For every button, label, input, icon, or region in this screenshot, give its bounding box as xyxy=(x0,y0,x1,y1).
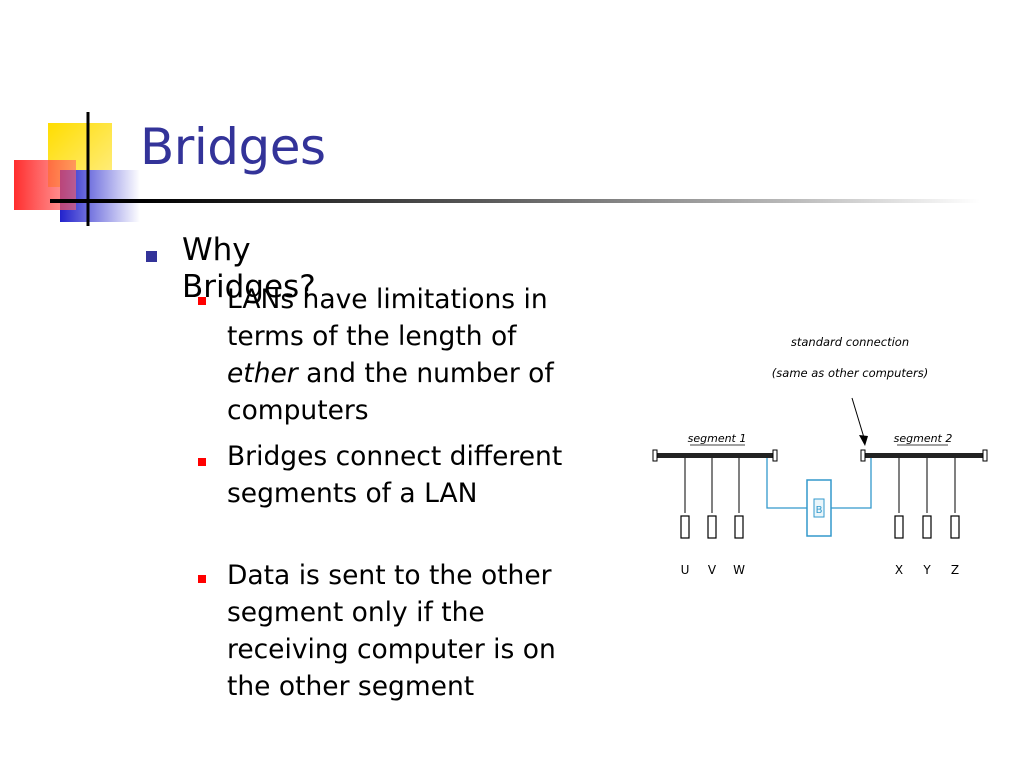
annotation-line2: (same as other computers) xyxy=(772,366,928,380)
bullet-why-bridges: Why Bridges? xyxy=(182,232,316,306)
level2-bullet-marker xyxy=(198,297,206,305)
bullet-text: LANs have limitations in terms of the le… xyxy=(227,284,548,352)
bridge-link-right xyxy=(831,458,872,509)
computer-label-u: U xyxy=(681,563,690,577)
computer-u xyxy=(680,515,690,539)
level2-bullet-marker xyxy=(198,575,206,583)
computer-label-v: V xyxy=(708,563,717,577)
computer-label-x: X xyxy=(895,563,903,577)
segment2-end-right xyxy=(982,449,988,462)
slide-title: Bridges xyxy=(140,118,326,176)
bullet-data-sent: Data is sent to the other segment only i… xyxy=(227,560,556,702)
segment2-label: segment 2 xyxy=(894,432,953,445)
computer-label-z: Z xyxy=(951,563,959,577)
computer-y xyxy=(922,515,932,539)
bridge-inner xyxy=(813,498,825,518)
bullet-text-emphasis: ether xyxy=(227,358,298,389)
bullet-lan-limitations: LANs have limitations in terms of the le… xyxy=(227,281,567,429)
annotation-arrow xyxy=(851,397,866,442)
segment1-end-left xyxy=(652,449,658,462)
bridge-label: B xyxy=(816,505,823,516)
segment1-bus xyxy=(655,453,775,458)
computer-z xyxy=(950,515,960,539)
bullet-bridges-connect: Bridges connect different segments of a … xyxy=(227,441,563,509)
computer-label-y: Y xyxy=(922,563,931,577)
computer-label-w: W xyxy=(733,563,745,577)
segment1-end-right xyxy=(772,449,778,462)
annotation-line1: standard connection xyxy=(791,335,909,349)
segment1-label: segment 1 xyxy=(688,432,747,445)
bullet-text: and the number of computers xyxy=(227,358,554,426)
segment2-end-left xyxy=(860,449,866,462)
level1-bullet-marker xyxy=(146,251,157,262)
title-decoration xyxy=(14,112,140,226)
segment2-bus xyxy=(863,453,985,458)
computer-v xyxy=(707,515,717,539)
bridge-diagram: standard connection (same as other compu… xyxy=(652,335,988,577)
annotation-arrowhead xyxy=(859,435,868,446)
level2-bullet-marker xyxy=(198,458,206,466)
computer-x xyxy=(894,515,904,539)
bridge-link-left xyxy=(766,458,807,509)
title-rule xyxy=(50,199,980,203)
computer-w xyxy=(734,515,744,539)
